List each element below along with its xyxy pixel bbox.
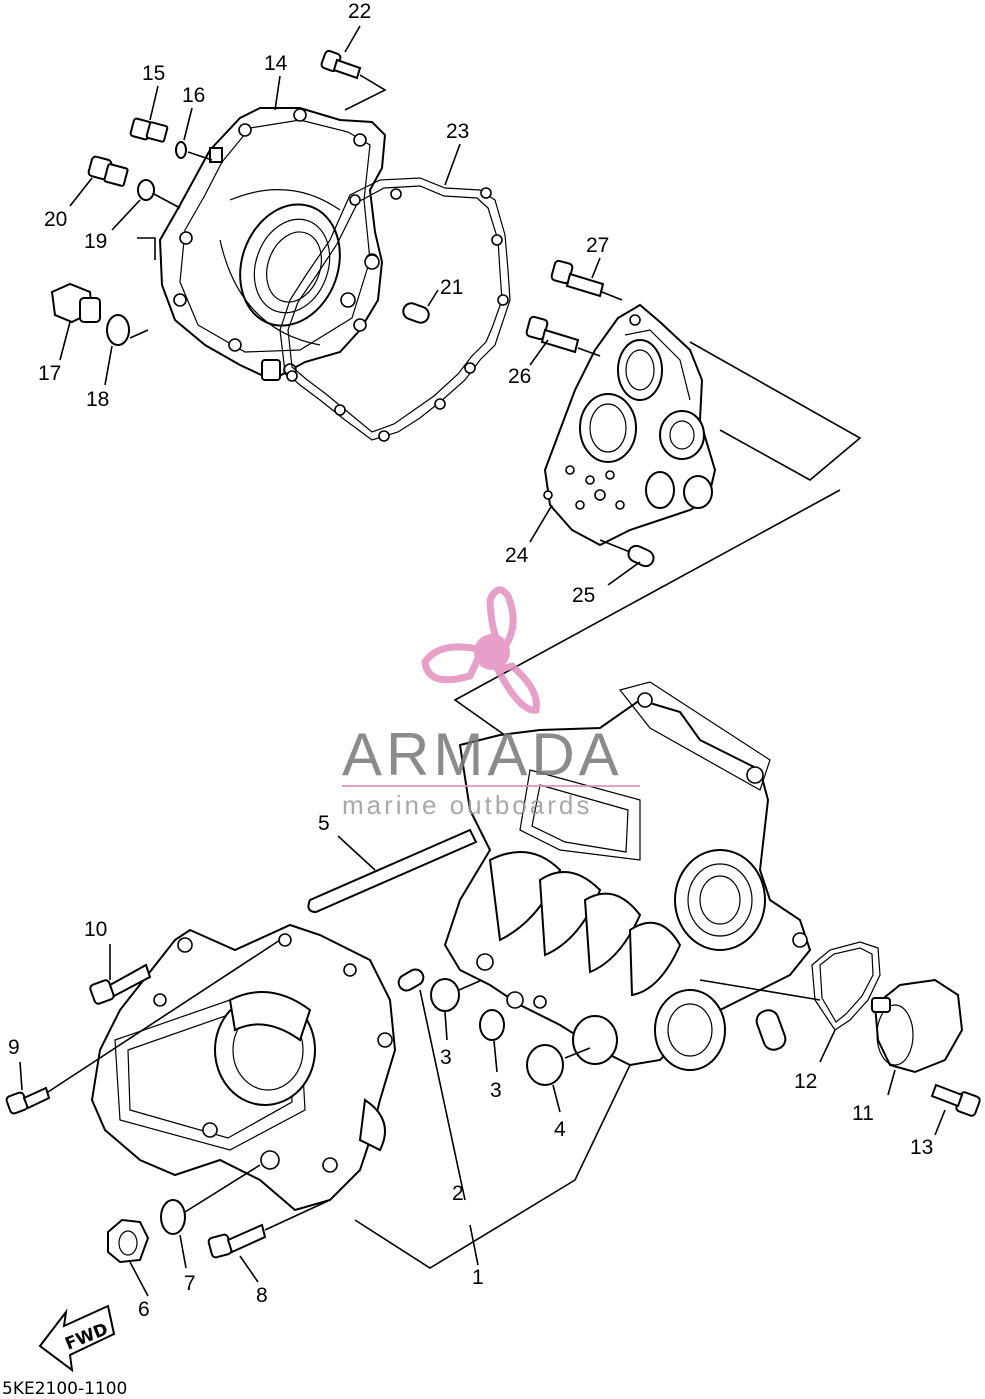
callout-22: 22: [348, 0, 371, 23]
cover-cap-11-icon: [871, 978, 964, 1074]
callout-20: 20: [44, 208, 67, 231]
dowel-25-icon: [627, 544, 655, 568]
o-ring-3a-icon: [430, 978, 460, 1012]
crankcase-upper: [443, 681, 812, 1071]
callout-8: 8: [256, 1284, 268, 1307]
callout-19: 19: [84, 230, 107, 253]
o-ring-4-icon: [526, 1044, 564, 1086]
callout-27: 27: [586, 234, 609, 257]
dowel-21-icon: [402, 302, 430, 324]
callout-4: 4: [554, 1118, 566, 1141]
callout-23: 23: [446, 120, 469, 143]
callout-labels: 1 2 3 3 4 5 6 7 8 9 10 11 12 13 14 15 16…: [8, 0, 946, 1321]
callout-17: 17: [38, 362, 61, 385]
bolt-27-icon: [550, 259, 605, 298]
rod-5-icon: [307, 828, 478, 914]
watermark-tagline: marine outboards: [342, 790, 592, 820]
gasket-12-icon: [811, 941, 881, 1031]
bolt-13-icon: [930, 1083, 981, 1117]
callout-24: 24: [505, 544, 529, 567]
forward-direction-arrow: FWD: [38, 1304, 116, 1373]
dowel-2-icon: [397, 968, 425, 992]
o-ring-18-icon: [106, 314, 130, 346]
callout-13: 13: [910, 1136, 933, 1159]
bolt-8-icon: [207, 1223, 267, 1259]
drawing-code: 5KE2100-1100: [2, 1379, 127, 1399]
bolt-22-icon: [320, 49, 362, 80]
callout-18: 18: [86, 388, 109, 411]
washer-16-icon: [175, 141, 187, 159]
callout-6: 6: [138, 1298, 150, 1321]
callout-10: 10: [84, 918, 107, 941]
callout-21: 21: [440, 276, 463, 299]
crankcase-lower: [90, 923, 397, 1212]
callout-26: 26: [508, 365, 531, 388]
plug-6-icon: [107, 1218, 150, 1264]
bolt-26-icon: [525, 315, 580, 354]
bolt-20-icon: [87, 155, 129, 187]
callout-15: 15: [142, 62, 165, 85]
crankcase-fasteners: [5, 828, 981, 1269]
armada-watermark: ARMADA marine outboards: [342, 586, 640, 820]
union-bolt-15-icon: [129, 117, 169, 143]
washer-7-icon: [160, 1199, 186, 1235]
crankcase-cover-assembly: [158, 107, 511, 442]
callout-5: 5: [318, 812, 330, 835]
callout-12: 12: [794, 1070, 817, 1093]
callout-7: 7: [184, 1272, 196, 1295]
callout-11: 11: [852, 1102, 874, 1125]
drain-plug-17-icon: [50, 282, 101, 324]
callout-9: 9: [8, 1036, 20, 1059]
callout-1: 1: [472, 1266, 484, 1289]
callout-16: 16: [182, 84, 205, 107]
callout-2: 2: [452, 1182, 464, 1205]
washer-19-icon: [137, 179, 155, 201]
propeller-icon: [421, 586, 540, 714]
cover-fasteners: [50, 49, 430, 346]
oil-pump-housing: [453, 259, 862, 761]
callout-3a: 3: [440, 1046, 452, 1069]
o-ring-3b-icon: [479, 1009, 505, 1041]
bolt-10-icon: [89, 963, 152, 1005]
callout-14: 14: [264, 52, 288, 75]
callout-3b: 3: [490, 1079, 502, 1102]
callout-25: 25: [572, 584, 595, 607]
watermark-brand: ARMADA: [342, 721, 623, 788]
bolt-9-icon: [5, 1086, 51, 1115]
